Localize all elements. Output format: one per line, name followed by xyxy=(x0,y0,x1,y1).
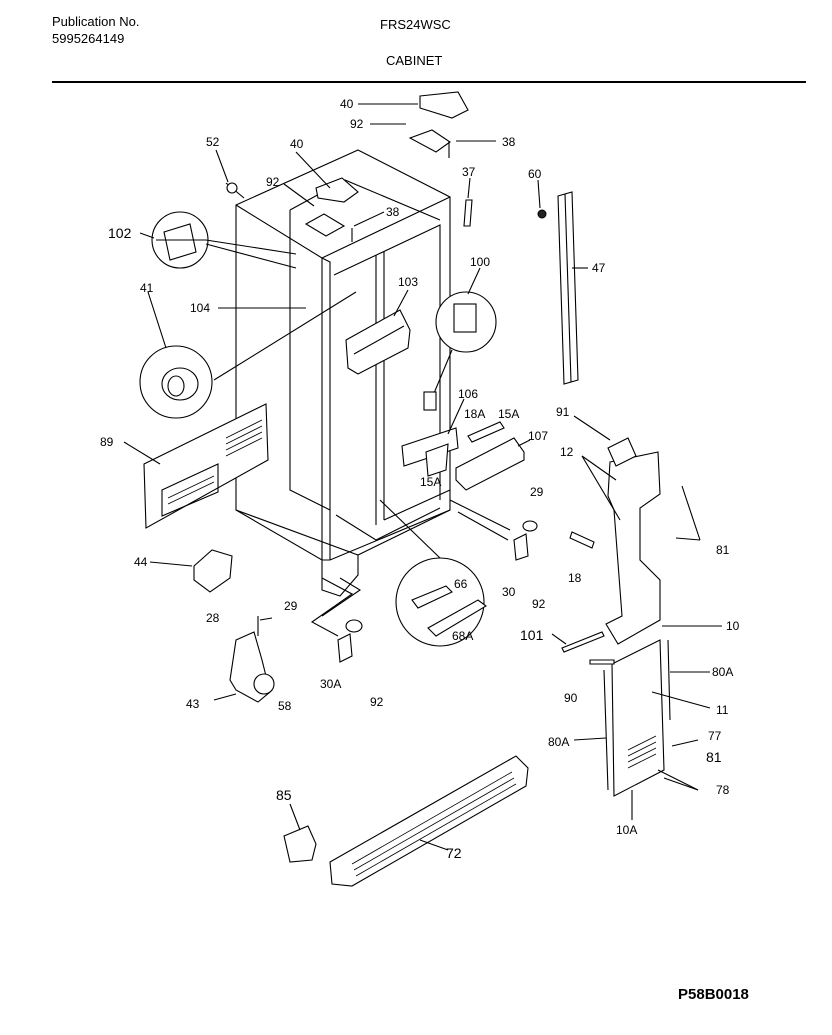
washer-29-right xyxy=(522,520,538,532)
callout-label: 81 xyxy=(706,749,722,765)
callout-label: 104 xyxy=(190,301,210,315)
publication-label: Publication No. xyxy=(52,14,140,29)
publication-number: 5995264149 xyxy=(52,31,125,46)
callout-label: 77 xyxy=(708,729,722,743)
callout-label: 41 xyxy=(140,281,154,295)
bracket-30A xyxy=(337,633,353,663)
callout-label: 11 xyxy=(716,703,729,717)
callout-label: 68A xyxy=(452,629,473,643)
callout-label: 40 xyxy=(340,97,354,111)
panel-10A xyxy=(603,639,671,797)
callout-label: 15A xyxy=(420,475,441,489)
detail-circle-66 xyxy=(379,499,487,647)
part-85 xyxy=(283,825,317,863)
callout-label: 60 xyxy=(528,167,542,181)
part-18A xyxy=(467,421,505,443)
callout-label: 10A xyxy=(616,823,637,837)
callout-label: 29 xyxy=(284,599,298,613)
callout-label: 92 xyxy=(532,597,546,611)
callout-label: 103 xyxy=(398,275,418,289)
callout-label: 44 xyxy=(134,555,148,569)
callout-label: 30 xyxy=(502,585,516,599)
callout-label: 102 xyxy=(108,225,132,241)
grille-72 xyxy=(329,755,529,887)
callout-label: 78 xyxy=(716,783,730,797)
shim-37 xyxy=(463,199,473,227)
callout-label: 52 xyxy=(206,135,220,149)
bolt-18 xyxy=(569,531,595,549)
callout-label: 92 xyxy=(370,695,384,709)
callout-label: 107 xyxy=(528,429,548,443)
hinge-mid xyxy=(304,213,346,237)
panel-89 xyxy=(143,403,269,529)
callout-label: 28 xyxy=(206,611,220,625)
callout-labels: 40 92 38 52 40 92 38 37 60 102 47 41 104… xyxy=(100,97,740,861)
callout-label: 30A xyxy=(320,677,341,691)
callout-label: 80A xyxy=(548,735,569,749)
model-number: FRS24WSC xyxy=(380,17,451,32)
callout-label: 81 xyxy=(716,543,730,557)
callout-label: 101 xyxy=(520,627,544,643)
control-106 xyxy=(401,427,459,467)
cabinet-body xyxy=(235,149,451,597)
callout-label: 12 xyxy=(560,445,574,459)
bolt-52 xyxy=(225,182,245,199)
leader-lines xyxy=(123,103,722,851)
callout-label: 72 xyxy=(446,845,462,861)
hinge-top xyxy=(408,129,451,153)
bracket-44 xyxy=(193,549,233,593)
detail-circle-100 xyxy=(423,291,497,411)
detail-circle-102 xyxy=(151,211,297,269)
callout-label: 18 xyxy=(568,571,582,585)
rail-47 xyxy=(557,191,579,385)
callout-label: 29 xyxy=(530,485,544,499)
panel-15A xyxy=(425,443,449,477)
callout-label: 10 xyxy=(726,619,740,633)
callout-label: 58 xyxy=(278,699,292,713)
callout-label: 89 xyxy=(100,435,114,449)
callout-label: 40 xyxy=(290,137,304,151)
callout-label: 100 xyxy=(470,255,490,269)
callout-label: 92 xyxy=(350,117,364,131)
diagram-code: P58B0018 xyxy=(678,986,749,1003)
washer-29-left xyxy=(345,619,363,633)
callout-label: 106 xyxy=(458,387,478,401)
bracket-30 xyxy=(513,533,529,561)
callout-label: 43 xyxy=(186,697,200,711)
callout-label: 91 xyxy=(556,405,570,419)
callout-label: 18A xyxy=(464,407,485,421)
callout-label: 85 xyxy=(276,787,292,803)
screw-60 xyxy=(537,209,547,219)
callout-label: 66 xyxy=(454,577,468,591)
callout-label: 47 xyxy=(592,261,606,275)
callout-label: 80A xyxy=(712,665,733,679)
hinge-cover-top xyxy=(419,91,469,119)
callout-label: 15A xyxy=(498,407,519,421)
callout-label: 90 xyxy=(564,691,578,705)
section-title: CABINET xyxy=(386,53,443,68)
detail-circle-41 xyxy=(139,291,357,419)
callout-label: 92 xyxy=(266,175,280,189)
callout-label: 37 xyxy=(462,165,476,179)
callout-label: 38 xyxy=(386,205,400,219)
strip-90 xyxy=(589,659,615,665)
rear-panel-10 xyxy=(605,437,661,645)
cover-107 xyxy=(455,437,525,491)
callout-label: 38 xyxy=(502,135,516,149)
handle-103 xyxy=(345,309,411,375)
strip-101 xyxy=(561,631,605,653)
